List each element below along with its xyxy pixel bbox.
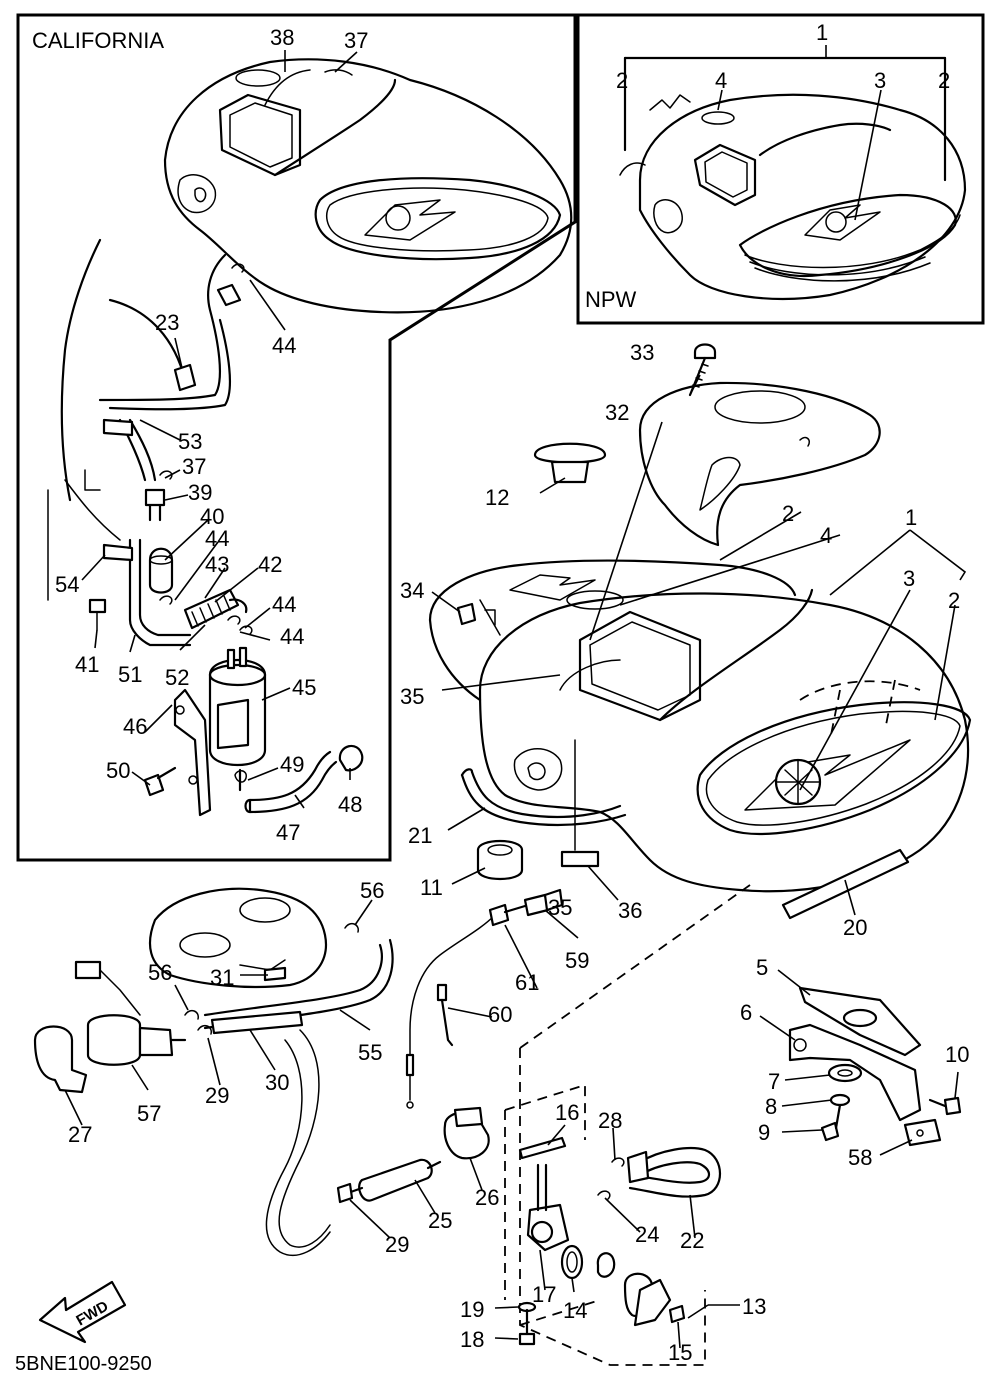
callout-1-npw: 1 [816,20,828,45]
catalog-code: 5BNE100-9250 [15,1353,152,1375]
callout-44-mid: 44 [205,526,229,551]
callout-23: 23 [155,310,179,335]
callout-35-dup: 35 [548,895,572,920]
callout-15: 15 [668,1340,692,1365]
callout-22: 22 [680,1228,704,1253]
callout-9: 9 [758,1120,770,1145]
callout-47: 47 [276,820,300,845]
callout-37: 37 [182,454,206,479]
leader-lines [64,45,967,1349]
callout-2-npw-right: 2 [938,68,950,93]
callout-16: 16 [555,1100,579,1125]
callout-42: 42 [258,552,282,577]
callout-13: 13 [742,1294,766,1319]
callout-26: 26 [475,1185,499,1210]
callout-33: 33 [630,340,654,365]
callout-56-top: 56 [360,878,384,903]
callout-39: 39 [188,480,212,505]
callout-20: 20 [843,915,867,940]
callout-53: 53 [178,429,202,454]
callout-52: 52 [165,665,189,690]
callout-40: 40 [200,504,224,529]
callout-45: 45 [292,675,316,700]
callout-59: 59 [565,948,589,973]
callout-28: 28 [598,1108,622,1133]
callout-34: 34 [400,578,424,603]
callout-17: 17 [532,1282,556,1307]
callout-46: 46 [123,714,147,739]
callout-3-npw: 3 [874,68,886,93]
fuel-system-lower: FWD 5BNE100-9250 [15,884,751,1375]
callout-19: 19 [460,1297,484,1322]
callout-38: 38 [270,25,294,50]
callout-2-npw-left: 2 [616,68,628,93]
callout-32: 32 [605,400,629,425]
callout-1: 1 [905,505,917,530]
callout-2-right: 2 [948,588,960,613]
callout-11: 11 [420,875,443,900]
callout-44-top: 44 [272,333,296,358]
callout-48: 48 [338,792,362,817]
callout-4-npw: 4 [715,68,727,93]
callout-56-left: 56 [148,960,172,985]
npw-inset: NPW [576,13,985,325]
callout-24: 24 [635,1222,659,1247]
npw-label: NPW [585,287,637,312]
callout-43: 43 [205,552,229,577]
callout-7: 7 [768,1069,780,1094]
callout-44-right2: 44 [280,624,304,649]
callout-54: 54 [55,572,79,597]
callout-36: 36 [618,898,642,923]
callout-3: 3 [903,566,915,591]
callout-25: 25 [428,1208,452,1233]
callout-6: 6 [740,1000,752,1025]
callout-58: 58 [848,1145,872,1170]
callout-18: 18 [460,1327,484,1352]
callout-49: 49 [280,752,304,777]
callout-numbers: 1 2 4 3 2 33 32 12 1 2 4 3 2 34 35 21 11… [55,20,969,1365]
callout-2-top: 2 [782,501,794,526]
callout-5: 5 [756,955,768,980]
california-inset: CALIFORNIA [16,13,577,862]
callout-51: 51 [118,662,142,687]
callout-14: 14 [563,1298,587,1323]
callout-60: 60 [488,1002,512,1027]
callout-27: 27 [68,1122,92,1147]
callout-10: 10 [945,1042,969,1067]
callout-21: 21 [408,823,432,848]
callout-8: 8 [765,1094,777,1119]
callout-12: 12 [485,485,509,510]
callout-29-lower: 29 [385,1232,409,1257]
callout-57: 57 [137,1101,161,1126]
callout-29: 29 [205,1083,229,1108]
callout-31: 31 [210,965,234,990]
callout-50: 50 [106,758,130,783]
california-label: CALIFORNIA [32,28,164,53]
callout-37-top: 37 [344,28,368,53]
callout-41: 41 [75,652,99,677]
callout-61: 61 [515,970,539,995]
callout-44-right1: 44 [272,592,296,617]
callout-35: 35 [400,684,424,709]
callout-4: 4 [820,523,832,548]
callout-55: 55 [358,1040,382,1065]
callout-30: 30 [265,1070,289,1095]
